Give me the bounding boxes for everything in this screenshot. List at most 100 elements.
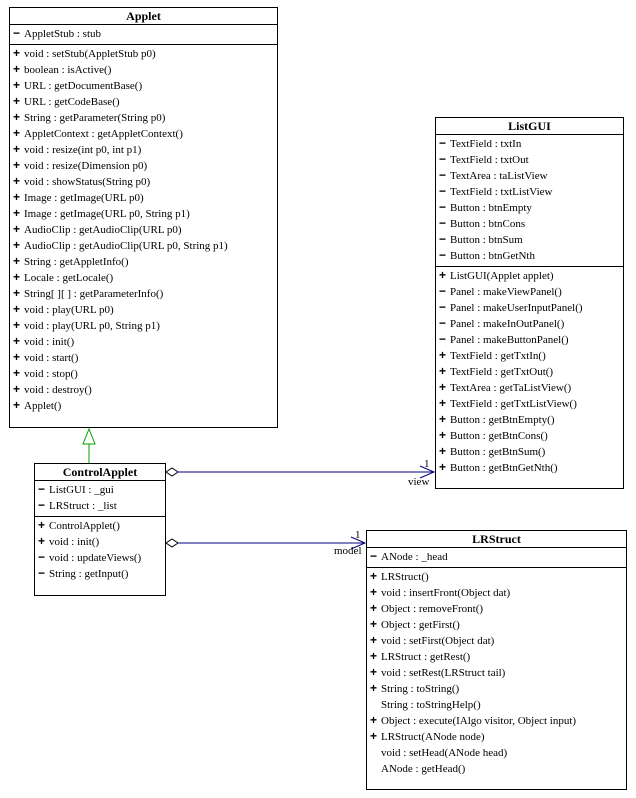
operation-row[interactable]: −String : getInput() [35,566,165,582]
visibility-marker: + [370,585,378,599]
operation-row[interactable]: −Panel : makeViewPanel() [436,284,623,300]
operation-row[interactable]: +AppletContext : getAppletContext() [10,126,277,142]
visibility-marker: + [13,254,21,268]
class-controlapplet[interactable]: ControlApplet−ListGUI : _gui−LRStruct : … [34,463,166,596]
operation-row[interactable]: +void : resize(Dimension p0) [10,158,277,174]
visibility-marker: + [370,713,378,727]
operation-row[interactable]: −void : updateViews() [35,550,165,566]
operation-row[interactable]: +Button : getBtnCons() [436,428,623,444]
attributes-compartment: −ANode : _head [367,548,626,568]
operation-row[interactable]: +void : setFirst(Object dat) [367,633,626,649]
visibility-marker: + [370,681,378,695]
attribute-text: AppletStub : stub [24,28,102,40]
visibility-marker: + [370,649,378,663]
operation-text: TextArea : getTaListView() [450,382,572,394]
operation-row[interactable]: −Panel : makeUserInputPanel() [436,300,623,316]
operation-row[interactable]: void : setHead(ANode head) [367,745,626,761]
attribute-row[interactable]: −AppletStub : stub [10,26,277,42]
operation-row[interactable]: +LRStruct : getRest() [367,649,626,665]
visibility-marker: + [370,633,378,647]
operation-row[interactable]: +Button : getBtnGetNth() [436,460,623,476]
operation-text: void : init() [24,336,75,348]
attribute-row[interactable]: −TextField : txtOut [436,152,623,168]
attribute-row[interactable]: −ANode : _head [367,549,626,565]
class-listgui[interactable]: ListGUI−TextField : txtIn−TextField : tx… [435,117,624,489]
visibility-marker: + [13,366,21,380]
operation-row[interactable]: +Image : getImage(URL p0, String p1) [10,206,277,222]
operation-row[interactable]: +ControlApplet() [35,518,165,534]
operation-row[interactable]: +Image : getImage(URL p0) [10,190,277,206]
attribute-row[interactable]: −Button : btnCons [436,216,623,232]
operation-row[interactable]: +TextField : getTxtListView() [436,396,623,412]
operation-row[interactable]: +boolean : isActive() [10,62,277,78]
multiplicity-view: 1 [424,458,430,470]
class-applet[interactable]: Applet−AppletStub : stub+void : setStub(… [9,7,278,428]
operation-row[interactable]: +TextArea : getTaListView() [436,380,623,396]
attribute-row[interactable]: −ListGUI : _gui [35,482,165,498]
operation-row[interactable]: −Panel : makeButtonPanel() [436,332,623,348]
operation-text: String[ ][ ] : getParameterInfo() [24,288,164,300]
operation-row[interactable]: +void : init() [35,534,165,550]
operation-row[interactable]: +Locale : getLocale() [10,270,277,286]
aggregation-diamond-view [165,467,179,477]
operation-row[interactable]: +String : getAppletInfo() [10,254,277,270]
operation-row[interactable]: ANode : getHead() [367,761,626,777]
operation-row[interactable]: +Object : execute(IAlgo visitor, Object … [367,713,626,729]
visibility-marker: + [13,190,21,204]
operation-row[interactable]: +void : destroy() [10,382,277,398]
operation-row[interactable]: +void : setRest(LRStruct tail) [367,665,626,681]
visibility-marker: + [370,601,378,615]
operation-row[interactable]: −Panel : makeInOutPanel() [436,316,623,332]
operation-row[interactable]: +Object : getFirst() [367,617,626,633]
operation-row[interactable]: +AudioClip : getAudioClip(URL p0) [10,222,277,238]
attribute-text: TextField : txtOut [450,154,529,166]
operation-row[interactable]: +void : start() [10,350,277,366]
operation-row[interactable]: +void : play(URL p0) [10,302,277,318]
operation-text: void : resize(int p0, int p1) [24,144,142,156]
operation-row[interactable]: +void : resize(int p0, int p1) [10,142,277,158]
operation-text: Object : removeFront() [381,603,484,615]
operation-row[interactable]: +Applet() [10,398,277,414]
operation-row[interactable]: +void : setStub(AppletStub p0) [10,46,277,62]
operation-row[interactable]: +LRStruct() [367,569,626,585]
operation-text: String : getAppletInfo() [24,256,129,268]
operation-row[interactable]: +void : init() [10,334,277,350]
attribute-text: Button : btnGetNth [450,250,535,262]
operation-row[interactable]: +void : showStatus(String p0) [10,174,277,190]
operation-text: TextField : getTxtOut() [450,366,554,378]
visibility-marker: + [13,78,21,92]
operation-row[interactable]: +String : getParameter(String p0) [10,110,277,126]
attribute-row[interactable]: −TextField : txtIn [436,136,623,152]
visibility-marker: − [13,26,21,40]
attribute-row[interactable]: −TextField : txtListView [436,184,623,200]
operation-row[interactable]: +URL : getDocumentBase() [10,78,277,94]
operation-row[interactable]: +TextField : getTxtOut() [436,364,623,380]
operation-row[interactable]: +Object : removeFront() [367,601,626,617]
operation-row[interactable]: +String[ ][ ] : getParameterInfo() [10,286,277,302]
operation-row[interactable]: +ListGUI(Applet applet) [436,268,623,284]
attribute-row[interactable]: −LRStruct : _list [35,498,165,514]
operation-row[interactable]: +void : insertFront(Object dat) [367,585,626,601]
attribute-row[interactable]: −Button : btnSum [436,232,623,248]
operation-row[interactable]: +TextField : getTxtIn() [436,348,623,364]
operation-row[interactable]: +URL : getCodeBase() [10,94,277,110]
class-lrstruct[interactable]: LRStruct−ANode : _head+LRStruct()+void :… [366,530,627,790]
visibility-marker: + [370,617,378,631]
operations-compartment: +ListGUI(Applet applet)−Panel : makeView… [436,267,623,478]
operation-text: void : stop() [24,368,78,380]
attribute-row[interactable]: −TextArea : taListView [436,168,623,184]
operation-row[interactable]: +Button : getBtnSum() [436,444,623,460]
operation-row[interactable]: +String : toString() [367,681,626,697]
operation-row[interactable]: +void : play(URL p0, String p1) [10,318,277,334]
attribute-row[interactable]: −Button : btnEmpty [436,200,623,216]
operation-row[interactable]: +void : stop() [10,366,277,382]
visibility-marker: + [13,158,21,172]
visibility-marker: − [439,136,447,150]
operation-row[interactable]: +AudioClip : getAudioClip(URL p0, String… [10,238,277,254]
attributes-compartment: −TextField : txtIn−TextField : txtOut−Te… [436,135,623,267]
operation-row[interactable]: +Button : getBtnEmpty() [436,412,623,428]
operation-row[interactable]: String : toStringHelp() [367,697,626,713]
operation-row[interactable]: +LRStruct(ANode node) [367,729,626,745]
attribute-row[interactable]: −Button : btnGetNth [436,248,623,264]
attribute-text: TextField : txtListView [450,186,553,198]
